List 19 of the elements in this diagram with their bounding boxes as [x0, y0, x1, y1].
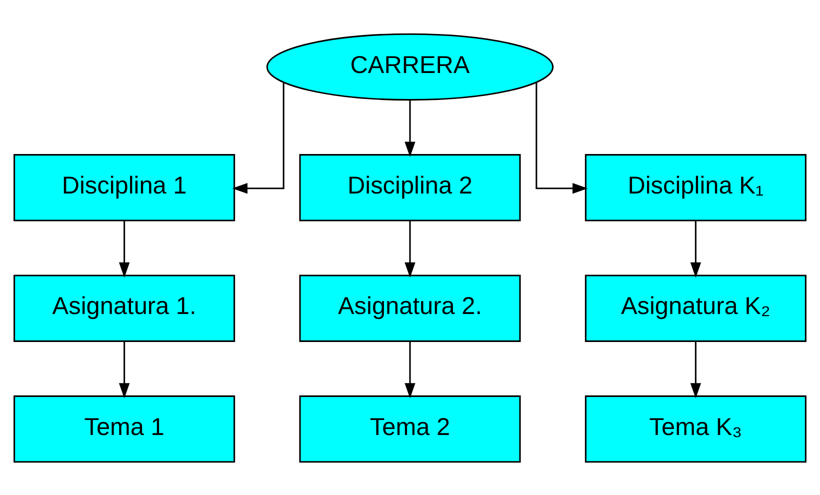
arrow	[118, 220, 130, 278]
arrow	[690, 220, 702, 278]
node-box: Disciplina 1	[14, 154, 236, 221]
node-box: Asignatura 1.	[14, 274, 236, 342]
node-box: Tema K₃	[584, 394, 806, 462]
node-box: Disciplina K₁	[584, 154, 806, 221]
arrow	[232, 82, 284, 194]
node-box: Asignatura K₂	[584, 274, 806, 342]
node-box: Tema 2	[299, 394, 521, 462]
node-box: Tema 1	[14, 394, 236, 462]
arrow	[404, 99, 416, 157]
node-box: Asignatura 2.	[299, 274, 521, 342]
arrow	[404, 340, 416, 398]
node-box: Disciplina 2	[299, 154, 521, 221]
arrow	[536, 82, 588, 194]
node-ellipse: CARRERA	[266, 32, 554, 100]
arrow	[118, 340, 130, 398]
arrow	[404, 220, 416, 278]
arrow	[690, 340, 702, 398]
